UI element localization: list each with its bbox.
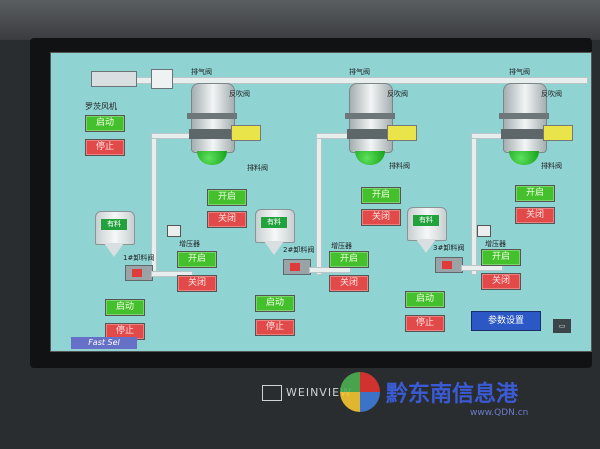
blowback-label-2: 反吹阀 bbox=[387, 90, 408, 98]
compressor-label-1: 增压器 bbox=[179, 240, 200, 248]
discharge-2-open-button[interactable]: 开启 bbox=[361, 187, 401, 204]
line-2-start-button[interactable]: 启动 bbox=[255, 295, 295, 312]
discharge-label-2: 排料阀 bbox=[389, 162, 410, 170]
discharge-label-1: 排料阀 bbox=[247, 164, 268, 172]
line-3-stop-button[interactable]: 停止 bbox=[405, 315, 445, 332]
discharge-3-close-button[interactable]: 关闭 bbox=[515, 207, 555, 224]
receiver-1 bbox=[187, 83, 237, 177]
compressor-1-close-button[interactable]: 关闭 bbox=[177, 275, 217, 292]
discharge-1-close-button[interactable]: 关闭 bbox=[207, 211, 247, 228]
receiver-2 bbox=[345, 83, 395, 177]
fast-sel-button[interactable]: Fast Sel bbox=[71, 337, 137, 349]
blower-label: 罗茨风机 bbox=[85, 102, 117, 111]
compressor-3-open-button[interactable]: 开启 bbox=[481, 249, 521, 266]
compressor-icon-3 bbox=[477, 225, 491, 237]
discharge-label-3: 排料阀 bbox=[541, 162, 562, 170]
blower-start-button[interactable]: 启动 bbox=[85, 115, 125, 132]
hopper-1: 有料 bbox=[95, 203, 135, 261]
exhaust-valve-label-3: 排气阀 bbox=[509, 68, 530, 76]
unload-motor-3 bbox=[435, 257, 463, 273]
receiver-1-indicator bbox=[231, 125, 261, 141]
brand-logo: WEINVIEW bbox=[262, 385, 352, 401]
blower-stop-button[interactable]: 停止 bbox=[85, 139, 125, 156]
compressor-3-close-button[interactable]: 关闭 bbox=[481, 273, 521, 290]
compressor-label-3: 增压器 bbox=[485, 240, 506, 248]
compressor-2-open-button[interactable]: 开启 bbox=[329, 251, 369, 268]
parameter-settings-button[interactable]: 参数设置 bbox=[471, 311, 541, 331]
blower-valve-icon bbox=[151, 69, 173, 89]
compressor-2-close-button[interactable]: 关闭 bbox=[329, 275, 369, 292]
discharge-1-open-button[interactable]: 开启 bbox=[207, 189, 247, 206]
hopper-3: 有料 bbox=[407, 199, 447, 257]
unload-motor-2 bbox=[283, 259, 311, 275]
roots-blower bbox=[91, 71, 137, 87]
conveying-pipe-3 bbox=[471, 133, 477, 275]
unload-valve-label-2: 2#卸料阀 bbox=[283, 246, 315, 254]
blowback-label-1: 反吹阀 bbox=[229, 90, 250, 98]
line-1-start-button[interactable]: 启动 bbox=[105, 299, 145, 316]
line-3-start-button[interactable]: 启动 bbox=[405, 291, 445, 308]
unload-valve-label-3: 3#卸料阀 bbox=[433, 244, 465, 252]
discharge-3-open-button[interactable]: 开启 bbox=[515, 185, 555, 202]
hopper-2: 有料 bbox=[255, 201, 295, 259]
receiver-2-indicator bbox=[387, 125, 417, 141]
watermark-url: www.QDN.cn bbox=[470, 408, 529, 418]
blowback-label-3: 反吹阀 bbox=[541, 90, 562, 98]
compressor-label-2: 增压器 bbox=[331, 242, 352, 250]
compressor-icon-1 bbox=[167, 225, 181, 237]
keyboard-icon[interactable]: ▭ bbox=[553, 319, 571, 333]
unload-valve-label-1: 1#卸料阀 bbox=[123, 254, 155, 262]
exhaust-valve-label-1: 排气阀 bbox=[191, 68, 212, 76]
compressor-1-open-button[interactable]: 开启 bbox=[177, 251, 217, 268]
unload-motor-1 bbox=[125, 265, 153, 281]
device-bezel-top bbox=[0, 0, 600, 40]
receiver-3-indicator bbox=[543, 125, 573, 141]
conveying-pipe-2 bbox=[316, 133, 322, 275]
watermark-text: 黔东南信息港 bbox=[386, 382, 519, 407]
watermark-logo-icon bbox=[340, 372, 380, 412]
hmi-screen: 罗茨风机 启动 停止 排气阀 排气阀 排气阀 反吹阀 反吹阀 反吹阀 排料阀 排… bbox=[50, 52, 592, 352]
line-2-stop-button[interactable]: 停止 bbox=[255, 319, 295, 336]
receiver-3 bbox=[499, 83, 549, 177]
exhaust-valve-label-2: 排气阀 bbox=[349, 68, 370, 76]
discharge-2-close-button[interactable]: 关闭 bbox=[361, 209, 401, 226]
